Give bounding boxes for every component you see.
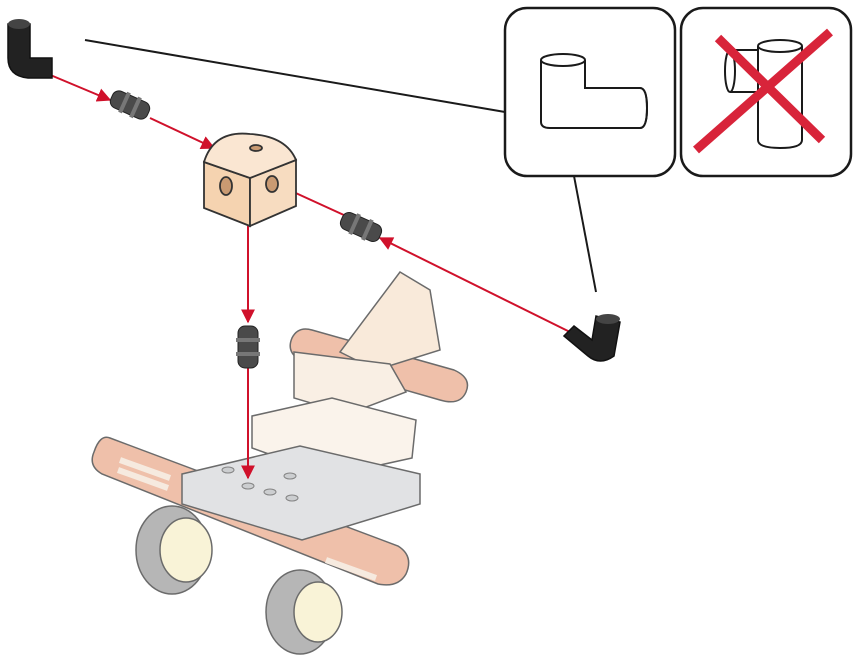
callout-line-bottom bbox=[573, 175, 597, 293]
arrow-elbow-to-pin bbox=[47, 73, 112, 102]
wedge-block bbox=[338, 271, 441, 371]
cross-mark bbox=[693, 28, 833, 154]
callout-lines bbox=[84, 39, 597, 293]
inset-correct bbox=[503, 6, 677, 178]
inset-wrong bbox=[679, 6, 853, 178]
arrow-pin-to-block bbox=[149, 117, 216, 149]
elbow-outline-correct bbox=[540, 53, 649, 129]
elbow-connector-top bbox=[7, 19, 53, 79]
axle-pin-1 bbox=[109, 90, 151, 120]
wheel-back bbox=[135, 505, 213, 595]
base-model bbox=[91, 271, 469, 655]
wheel-front bbox=[265, 569, 343, 655]
callout-line-top bbox=[84, 39, 506, 113]
axle-pin-3 bbox=[236, 325, 260, 369]
quarter-round-block bbox=[202, 132, 298, 228]
top-block bbox=[293, 351, 408, 415]
axle-pin-2 bbox=[339, 211, 383, 243]
elbow-connector-bottom bbox=[562, 314, 621, 362]
arrow-elbow2-to-pin bbox=[378, 237, 575, 335]
